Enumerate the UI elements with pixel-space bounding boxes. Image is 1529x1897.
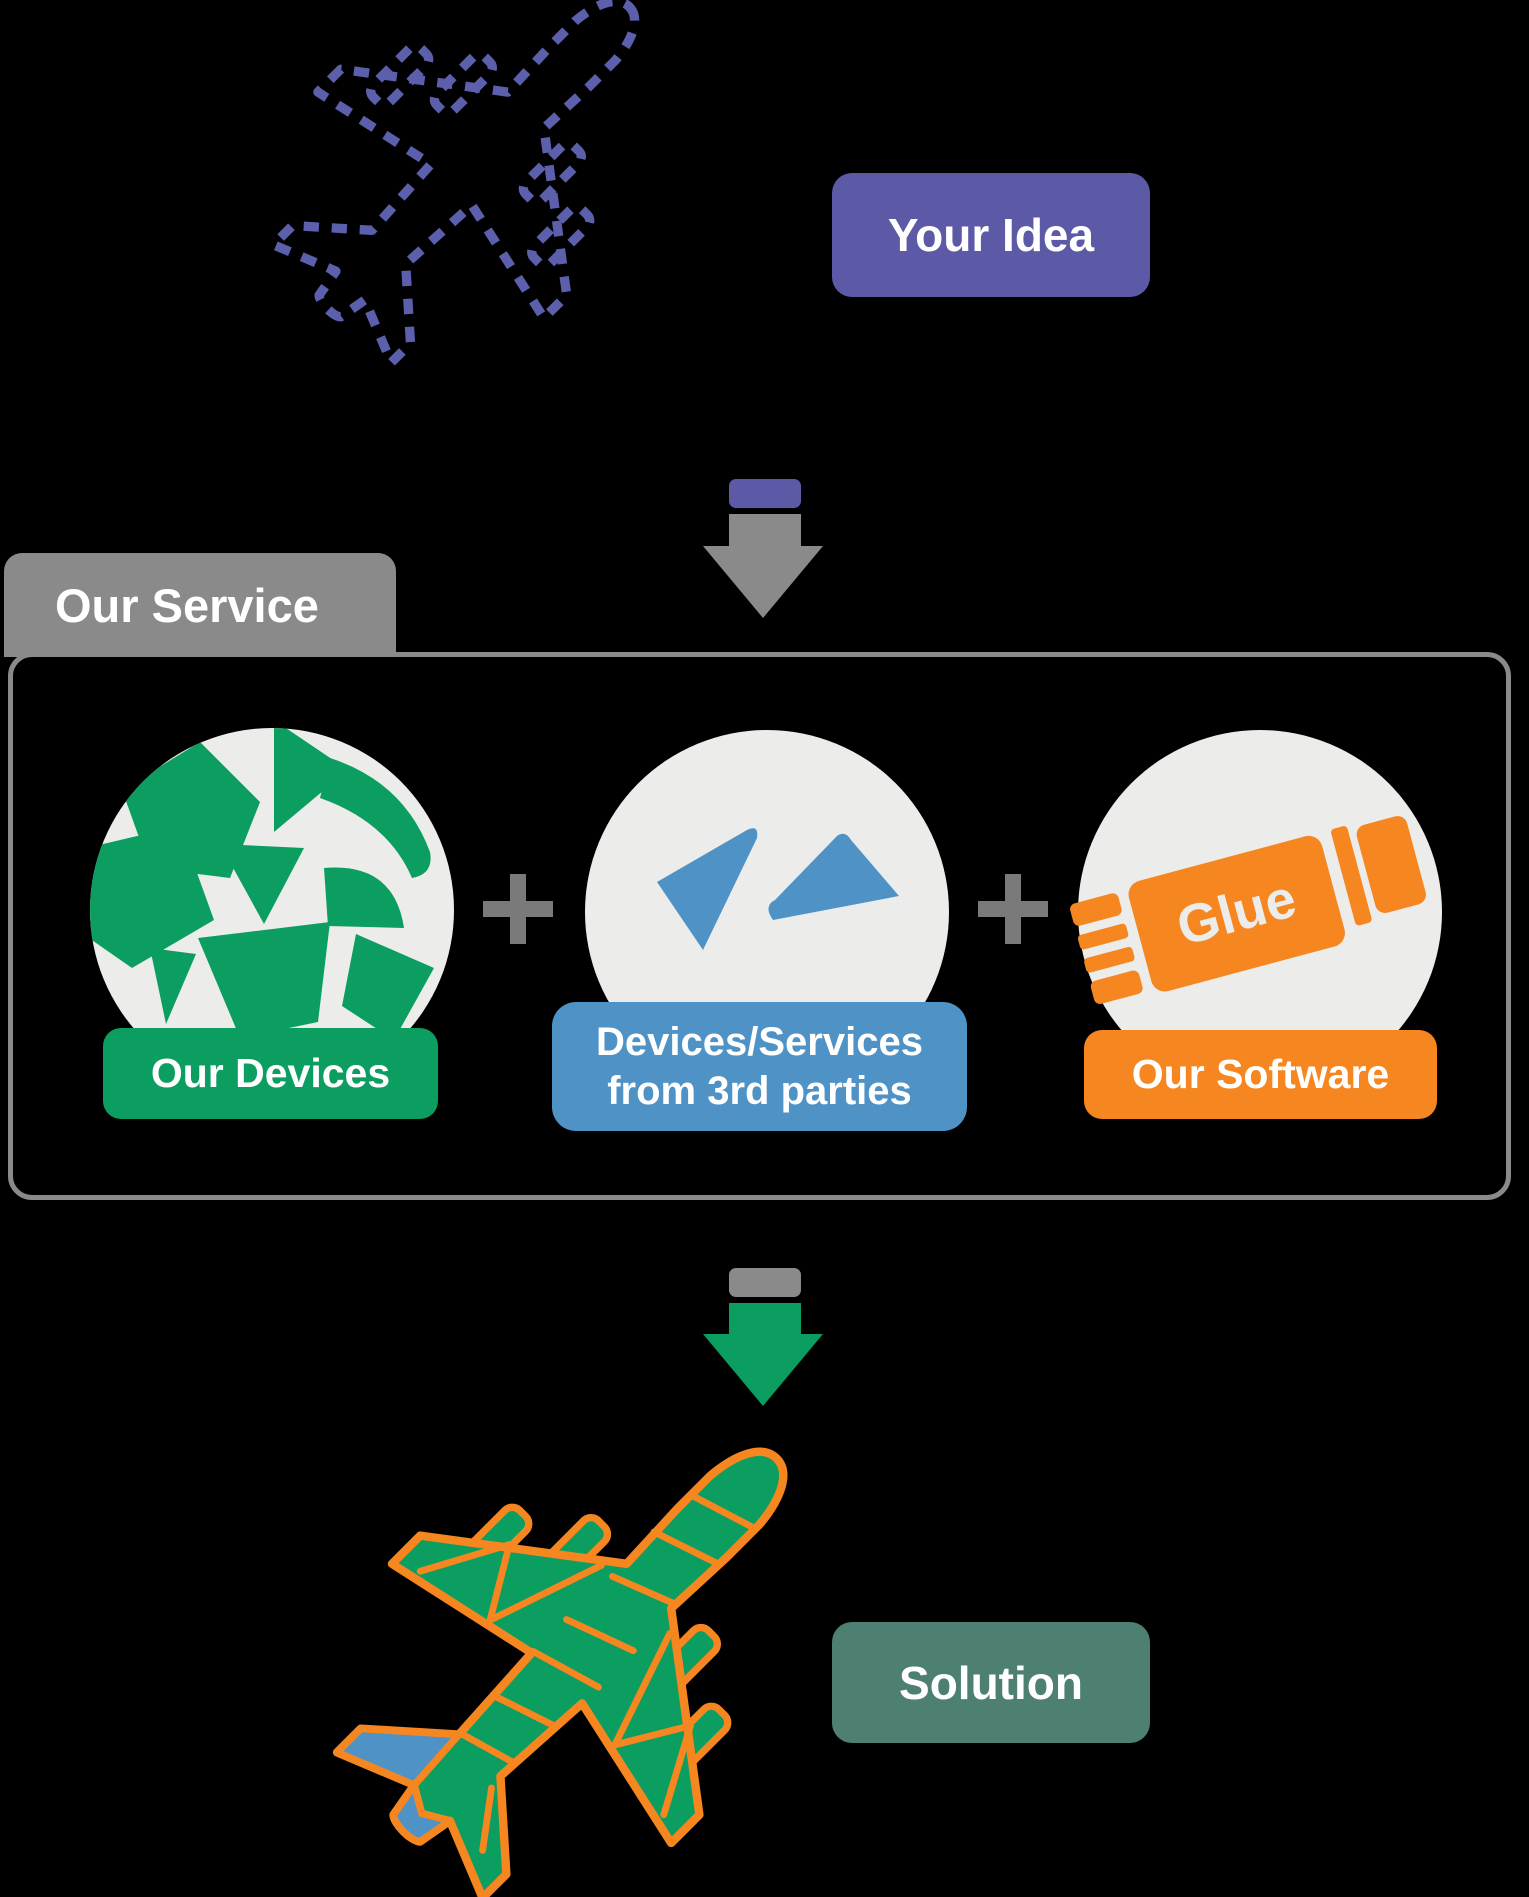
arrow-accent-bar bbox=[729, 1268, 801, 1297]
blue-stabilizer bbox=[333, 1724, 463, 1789]
plus-icon bbox=[483, 874, 553, 944]
facet-lines bbox=[416, 1492, 758, 1854]
solution-label: Solution bbox=[832, 1622, 1150, 1743]
arrow-accent-bar bbox=[729, 479, 801, 508]
glue-body bbox=[1128, 835, 1345, 992]
third-party-label-line1: Devices/Services bbox=[596, 1019, 923, 1064]
service-tab: Our Service bbox=[4, 553, 396, 657]
idea-label: Your Idea bbox=[832, 173, 1150, 297]
third-party-label: Devices/Services from 3rd parties bbox=[552, 1002, 967, 1131]
assembled-airplane-icon bbox=[264, 1319, 916, 1897]
software-label: Our Software bbox=[1084, 1030, 1437, 1119]
blue-tail-fin bbox=[389, 1781, 454, 1846]
devices-label: Our Devices bbox=[103, 1028, 438, 1119]
arrow-body bbox=[703, 1303, 823, 1406]
scattered-green-shapes-icon bbox=[90, 728, 434, 1040]
down-arrow-icon bbox=[703, 479, 823, 618]
glue-stick-icon: Glue bbox=[1070, 816, 1426, 1004]
blue-fragments-icon bbox=[657, 828, 899, 950]
down-arrow-icon bbox=[703, 1268, 823, 1406]
arrow-body bbox=[703, 514, 823, 618]
dashed-airplane-icon bbox=[214, 0, 742, 422]
third-party-label-line2: from 3rd parties bbox=[607, 1068, 912, 1113]
plus-icon bbox=[978, 874, 1048, 944]
service-box bbox=[8, 652, 1511, 1200]
